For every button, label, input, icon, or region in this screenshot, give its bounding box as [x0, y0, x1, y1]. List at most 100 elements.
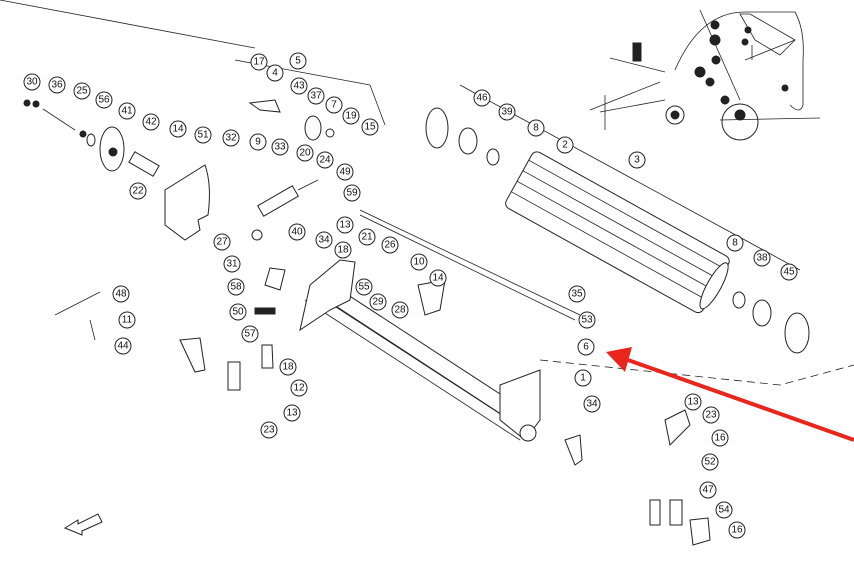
- callout-number: 11: [122, 315, 133, 326]
- roller: [505, 151, 730, 314]
- callout-number: 9: [255, 137, 261, 148]
- callout-number: 18: [337, 245, 349, 256]
- part-callout-13: 13: [283, 404, 301, 422]
- baler-overview-illustration: [589, 9, 821, 141]
- part-callout-21: 21: [358, 228, 376, 246]
- callout-number: 18: [282, 362, 294, 373]
- seal-46: [425, 107, 449, 149]
- callout-circle: [726, 234, 744, 252]
- part-callout-38: 38: [753, 249, 771, 267]
- part-callout-8: 8: [726, 234, 744, 252]
- callout-number: 19: [345, 111, 357, 122]
- callout-number: 47: [702, 485, 714, 496]
- shaft-assembly: [23, 59, 386, 241]
- part-callout-20: 20: [296, 144, 314, 162]
- part-callout-44: 44: [114, 337, 132, 355]
- part-callout-4: 4: [266, 64, 284, 82]
- part-callout-30: 30: [23, 73, 41, 91]
- part-callout-16: 16: [728, 521, 746, 539]
- part-callout-11: 11: [118, 311, 136, 329]
- callout-number: 48: [115, 289, 127, 300]
- callout-circle: [112, 285, 130, 303]
- callout-circle: [118, 102, 136, 120]
- part-callout-26: 26: [381, 236, 399, 254]
- callout-number: 44: [117, 341, 129, 352]
- main-beam: [264, 209, 583, 466]
- callout-circle: [556, 136, 574, 154]
- callout-number: 50: [232, 307, 244, 318]
- callout-number: 56: [98, 95, 110, 106]
- callout-circle: [574, 369, 592, 387]
- part-callout-32: 32: [222, 129, 240, 147]
- callout-number: 49: [339, 167, 351, 178]
- callout-number: 23: [705, 410, 717, 421]
- part-callout-41: 41: [118, 102, 136, 120]
- callout-number: 12: [293, 383, 305, 394]
- part-callout-25: 25: [73, 82, 91, 100]
- part-callout-10: 10: [410, 253, 428, 271]
- callout-number: 14: [432, 273, 444, 284]
- part-callout-39: 39: [498, 103, 516, 121]
- callout-number: 42: [145, 117, 157, 128]
- callout-number: 26: [384, 240, 396, 251]
- part-callout-14: 14: [429, 269, 447, 287]
- part-callout-56: 56: [95, 91, 113, 109]
- callout-number: 34: [586, 399, 598, 410]
- callout-circle: [213, 233, 231, 251]
- callout-circle: [307, 87, 325, 105]
- callout-number: 2: [562, 140, 568, 151]
- callout-circle: [473, 89, 491, 107]
- part-callout-47: 47: [699, 481, 717, 499]
- callout-number: 31: [226, 259, 238, 270]
- callout-circle: [336, 216, 354, 234]
- callout-number: 13: [339, 220, 351, 231]
- part-callout-24: 24: [316, 151, 334, 169]
- callout-circle: [684, 393, 702, 411]
- callout-number: 25: [76, 86, 88, 97]
- callout-number: 6: [583, 342, 589, 353]
- callout-number: 5: [295, 56, 301, 67]
- callout-number: 24: [319, 155, 331, 166]
- part-callout-33: 33: [271, 138, 289, 156]
- callout-circle: [711, 429, 729, 447]
- callout-number: 1: [580, 373, 586, 384]
- part-callout-29: 29: [369, 293, 387, 311]
- part-callout-49: 49: [336, 163, 354, 181]
- callout-circle: [227, 278, 245, 296]
- part-callout-7: 7: [325, 96, 343, 114]
- callout-circle: [129, 182, 147, 200]
- callout-number: 23: [263, 425, 275, 436]
- part-callout-6: 6: [577, 338, 595, 356]
- callout-circle: [118, 311, 136, 329]
- part-callout-16: 16: [711, 429, 729, 447]
- callout-number: 41: [121, 106, 133, 117]
- callout-circle: [48, 76, 66, 94]
- callout-circle: [229, 303, 247, 321]
- callout-number: 32: [225, 133, 237, 144]
- callout-number: 33: [274, 142, 286, 153]
- part-callout-31: 31: [223, 255, 241, 273]
- part-callout-22: 22: [129, 182, 147, 200]
- part-callout-43: 43: [290, 77, 308, 95]
- callout-circle: [498, 103, 516, 121]
- part-callout-14: 14: [169, 120, 187, 138]
- callout-number: 40: [291, 227, 303, 238]
- callout-number: 36: [51, 80, 63, 91]
- callout-number: 13: [687, 397, 699, 408]
- part-callout-9: 9: [249, 133, 267, 151]
- part-callout-35: 35: [568, 285, 586, 303]
- part-callout-50: 50: [229, 303, 247, 321]
- callout-circle: [343, 184, 361, 202]
- part-callout-46: 46: [473, 89, 491, 107]
- callout-circle: [289, 52, 307, 70]
- direction-arrow-icon: [63, 513, 103, 536]
- callout-number: 51: [197, 130, 209, 141]
- part-callout-40: 40: [288, 223, 306, 241]
- callout-circle: [283, 404, 301, 422]
- part-callout-42: 42: [142, 113, 160, 131]
- callout-circle: [429, 269, 447, 287]
- callout-number: 52: [704, 457, 716, 468]
- part-callout-3: 3: [628, 151, 646, 169]
- callout-circle: [271, 138, 289, 156]
- callout-number: 16: [714, 433, 726, 444]
